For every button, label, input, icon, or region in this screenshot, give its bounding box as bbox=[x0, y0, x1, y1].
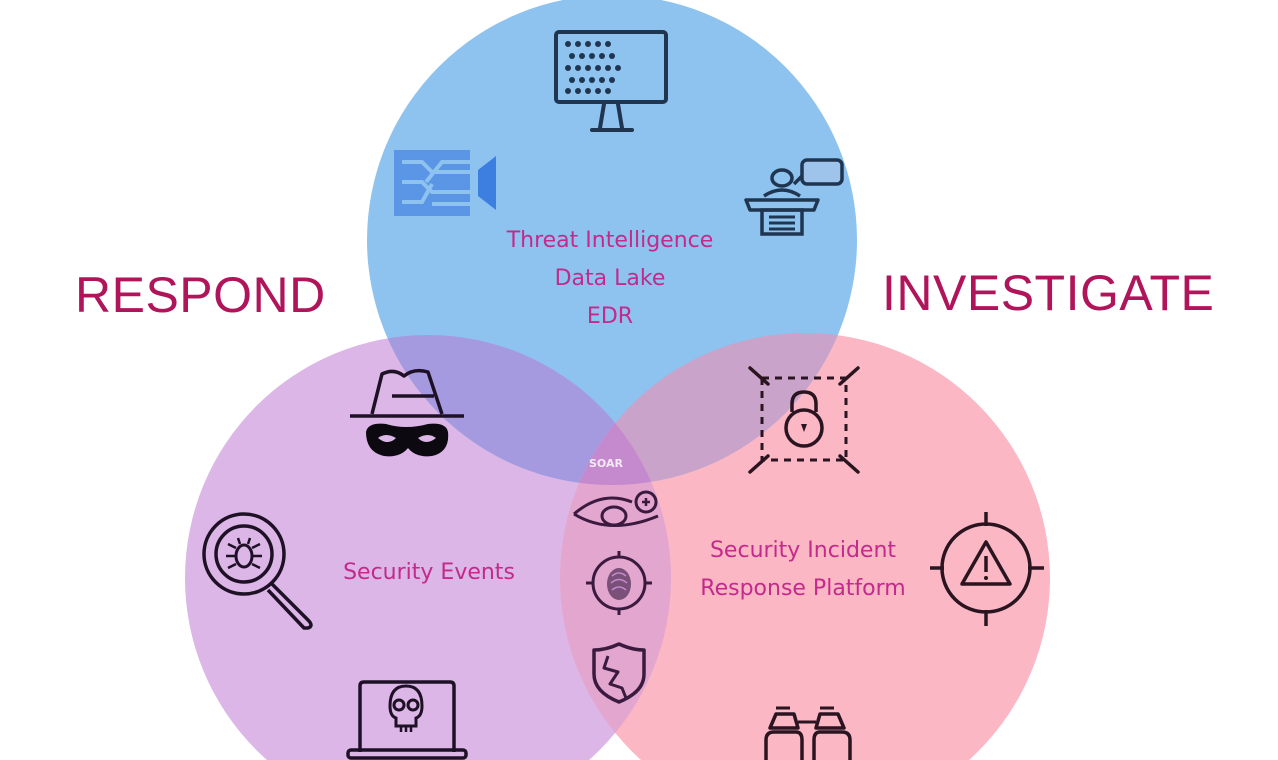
left-circle-text: Security Events bbox=[322, 554, 536, 592]
warning-target-icon bbox=[930, 512, 1044, 626]
overlap-top-left bbox=[367, 335, 671, 485]
respond-label: RESPOND bbox=[75, 267, 326, 323]
investigate-label: INVESTIGATE bbox=[882, 265, 1215, 321]
lock-focus-icon bbox=[748, 366, 860, 474]
top-circle-text: Threat Intelligence Data Lake EDR bbox=[480, 222, 740, 336]
hacker-hat-mask-icon bbox=[350, 368, 464, 457]
soar-label: SOAR bbox=[589, 457, 623, 470]
overlap-top-right bbox=[560, 333, 857, 485]
fingerprint-target-icon bbox=[586, 551, 652, 615]
eye-plus-icon bbox=[573, 490, 659, 527]
left-line-1: Security Events bbox=[343, 560, 515, 585]
bug-search-icon bbox=[202, 512, 313, 630]
binoculars-icon bbox=[764, 706, 852, 760]
right-line-1: Security Incident bbox=[709, 538, 897, 563]
integration-camera-icon bbox=[394, 150, 496, 216]
broken-shield-icon bbox=[592, 642, 646, 704]
monitor-dots-icon bbox=[554, 30, 668, 132]
right-circle-text: Security Incident Response Platform bbox=[672, 532, 934, 608]
top-line-3: EDR bbox=[586, 304, 634, 329]
skull-laptop-icon bbox=[346, 680, 468, 760]
speaker-podium-icon bbox=[744, 158, 844, 236]
top-line-2: Data Lake bbox=[554, 266, 666, 291]
top-line-1: Threat Intelligence bbox=[506, 228, 714, 253]
right-line-2: Response Platform bbox=[700, 576, 906, 601]
